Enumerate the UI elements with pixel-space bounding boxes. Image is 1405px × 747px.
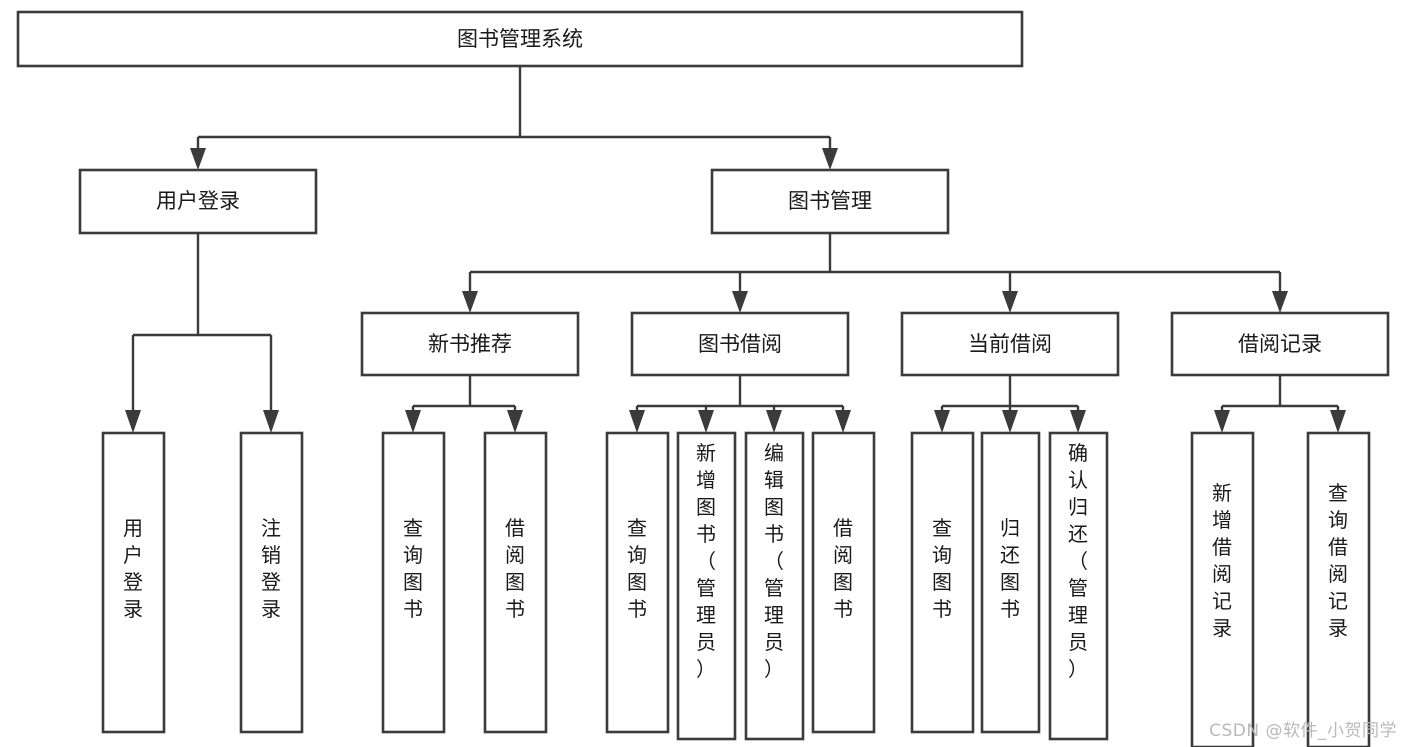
node-leaf-8-box[interactable]	[811, 431, 876, 734]
node-leaf-9[interactable]: 查询图书	[910, 431, 975, 734]
node-leaf-1[interactable]: 用户登录	[101, 431, 166, 734]
node-root[interactable]: 图书管理系统	[16, 10, 1024, 68]
arrowhead-newbook	[462, 291, 478, 313]
node-current-box[interactable]	[900, 311, 1120, 377]
node-root-box[interactable]	[16, 10, 1024, 68]
arrowhead-leaf-7	[766, 410, 782, 433]
node-leaf-12[interactable]: 新增借阅记录	[1190, 431, 1255, 747]
node-borrow-box[interactable]	[630, 311, 850, 377]
connector-group-root	[190, 66, 838, 170]
node-leaf-5-label: 查询图书	[627, 516, 647, 621]
node-leaf-8-label: 借阅图书	[833, 516, 853, 621]
node-borrow[interactable]: 图书借阅	[630, 311, 850, 377]
node-leaf-10-label: 归还图书	[1000, 516, 1020, 621]
node-leaf-7-box[interactable]	[744, 431, 805, 741]
node-leaf-1-box[interactable]	[101, 431, 166, 734]
arrowhead-leaf-2	[263, 410, 279, 433]
node-leaf-6-label: 新增图书（管理员）	[696, 441, 716, 681]
arrowhead-bookmgmt	[822, 148, 838, 170]
arrowhead-leaf-10	[1002, 410, 1018, 433]
connector-group-bookmgmt	[462, 233, 1288, 313]
node-current[interactable]: 当前借阅	[900, 311, 1120, 377]
node-leaf-5-box[interactable]	[605, 431, 670, 734]
arrowhead-leaf-11	[1070, 410, 1086, 433]
node-bookmgmt[interactable]: 图书管理	[710, 168, 950, 235]
connector-group-current	[934, 375, 1086, 433]
node-leaf-11[interactable]: 确认归还（管理员）	[1048, 431, 1109, 741]
node-leaf-12-box[interactable]	[1190, 431, 1255, 747]
connector-group-newbook	[405, 375, 523, 433]
node-bookmgmt-label: 图书管理	[788, 189, 872, 213]
node-bookmgmt-box[interactable]	[710, 168, 950, 235]
node-newbook-box[interactable]	[360, 311, 580, 377]
node-leaf-3-box[interactable]	[381, 431, 446, 734]
connector-group-login	[125, 233, 279, 433]
arrowhead-leaf-5	[629, 410, 645, 433]
node-leaf-9-label: 查询图书	[932, 516, 952, 621]
node-leaf-1-label: 用户登录	[123, 516, 143, 621]
connector-group-records	[1214, 375, 1346, 433]
arrowhead-leaf-1	[125, 410, 141, 433]
node-login-label: 用户登录	[156, 189, 240, 213]
node-current-label: 当前借阅	[968, 332, 1052, 356]
node-leaf-6-box[interactable]	[676, 431, 737, 741]
arrowhead-leaf-8	[835, 410, 851, 433]
node-login[interactable]: 用户登录	[78, 168, 318, 235]
node-leaf-10[interactable]: 归还图书	[980, 431, 1041, 734]
arrowhead-leaf-6	[698, 410, 714, 433]
arrowhead-leaf-3	[405, 410, 421, 433]
node-leaf-8[interactable]: 借阅图书	[811, 431, 876, 734]
node-newbook-label: 新书推荐	[428, 332, 512, 356]
node-leaf-10-box[interactable]	[980, 431, 1041, 734]
node-newbook[interactable]: 新书推荐	[360, 311, 580, 377]
node-leaf-11-label: 确认归还（管理员）	[1068, 441, 1088, 681]
node-leaf-12-label: 新增借阅记录	[1212, 481, 1232, 640]
arrowhead-leaf-4	[507, 410, 523, 433]
node-leaf-2-label: 注销登录	[261, 516, 281, 621]
arrowhead-current	[1002, 291, 1018, 313]
node-leaf-5[interactable]: 查询图书	[605, 431, 670, 734]
node-leaf-11-box[interactable]	[1048, 431, 1109, 741]
node-records-label: 借阅记录	[1238, 332, 1322, 356]
arrowhead-leaf-9	[934, 410, 950, 433]
csdn-watermark: CSDN @软件_小贺同学	[1209, 721, 1397, 741]
arrowhead-leaf-12	[1214, 410, 1230, 433]
arrowhead-records	[1272, 291, 1288, 313]
node-leaf-13[interactable]: 查询借阅记录	[1306, 431, 1371, 747]
arrowhead-borrow	[732, 291, 748, 313]
arrowhead-leaf-13	[1330, 410, 1346, 433]
node-root-label: 图书管理系统	[457, 27, 583, 51]
node-leaf-4[interactable]: 借阅图书	[483, 431, 548, 734]
node-leaf-2[interactable]: 注销登录	[239, 431, 304, 734]
connector-group-borrow	[629, 375, 851, 433]
node-leaf-2-box[interactable]	[239, 431, 304, 734]
node-leaf-4-label: 借阅图书	[505, 516, 525, 621]
node-leaf-9-box[interactable]	[910, 431, 975, 734]
node-borrow-label: 图书借阅	[698, 332, 782, 356]
node-records-box[interactable]	[1170, 311, 1390, 377]
node-login-box[interactable]	[78, 168, 318, 235]
node-leaf-3[interactable]: 查询图书	[381, 431, 446, 734]
node-leaf-7[interactable]: 编辑图书（管理员）	[744, 431, 805, 741]
node-leaf-3-label: 查询图书	[403, 516, 423, 621]
arrowhead-login	[190, 148, 206, 170]
node-leaf-6[interactable]: 新增图书（管理员）	[676, 431, 737, 741]
node-records[interactable]: 借阅记录	[1170, 311, 1390, 377]
node-leaf-13-label: 查询借阅记录	[1328, 481, 1348, 640]
node-leaf-4-box[interactable]	[483, 431, 548, 734]
node-leaf-7-label: 编辑图书（管理员）	[764, 441, 784, 681]
node-leaf-13-box[interactable]	[1306, 431, 1371, 747]
